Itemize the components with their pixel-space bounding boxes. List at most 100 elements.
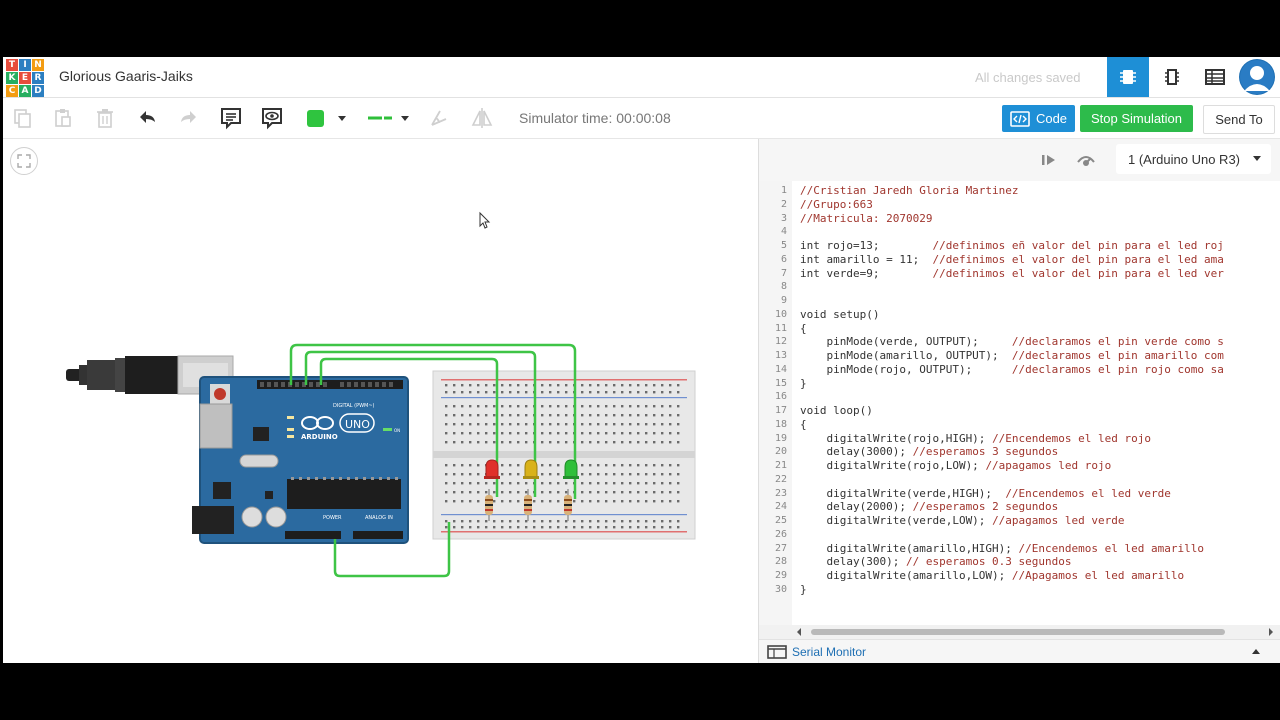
wire-type-button[interactable] — [365, 104, 395, 132]
logo-tile: C — [6, 85, 18, 97]
line-text: pinMode(amarillo, OUTPUT); //declaramos … — [800, 349, 1223, 363]
step-button[interactable] — [1035, 146, 1063, 174]
code-line[interactable]: 16 — [759, 390, 1280, 404]
schematic-view-button[interactable] — [1151, 57, 1193, 97]
line-number: 25 — [774, 515, 787, 526]
chevron-up-icon[interactable] — [1251, 647, 1261, 657]
code-comment: //declaramos el pin rojo como sa — [1011, 362, 1224, 376]
code-text: int verde=9; — [800, 266, 933, 280]
led-green[interactable] — [563, 459, 579, 479]
code-text: digitalWrite(rojo,LOW); — [800, 459, 986, 472]
line-text: //Matricula: 2070029 — [800, 212, 932, 226]
fit-view-icon — [17, 154, 31, 168]
logo-tile: K — [6, 72, 18, 84]
code-line[interactable]: 21 digitalWrite(rojo,LOW); //apagamos le… — [759, 459, 1280, 473]
code-line[interactable]: 11{ — [759, 322, 1280, 336]
note-icon — [221, 108, 241, 130]
code-line[interactable]: 18{ — [759, 418, 1280, 432]
line-number: 15 — [774, 377, 787, 389]
on-led-label: ON — [394, 428, 400, 433]
color-dropdown-button[interactable] — [333, 104, 351, 132]
flip-button[interactable] — [468, 104, 496, 132]
resistor-3[interactable] — [564, 489, 572, 521]
code-line[interactable]: 28 delay(300); // esperamos 0.3 segundos — [759, 555, 1280, 569]
wire-color-swatch[interactable] — [307, 110, 324, 127]
circuit-view-button[interactable] — [1107, 57, 1149, 97]
resistor-2[interactable] — [524, 489, 532, 521]
redo-button[interactable] — [174, 104, 202, 132]
code-line[interactable]: 3//Matricula: 2070029 — [759, 212, 1280, 226]
code-line[interactable]: 12 pinMode(verde, OUTPUT); //declaramos … — [759, 335, 1280, 349]
arduino-logo: ARDUINO UNO — [301, 413, 375, 441]
code-line[interactable]: 2//Grupo:663 — [759, 198, 1280, 212]
circuit-view-icon — [1120, 70, 1136, 84]
code-line[interactable]: 22 — [759, 473, 1280, 487]
undo-button[interactable] — [134, 104, 162, 132]
debug-button[interactable] — [1072, 146, 1100, 174]
circuit-canvas[interactable]: DIGITAL (PWM~) ARDUINO UNO — [3, 139, 758, 663]
scrollbar-thumb[interactable] — [811, 629, 1225, 635]
paste-button[interactable] — [49, 104, 77, 132]
line-text: int amarillo = 11; //definimos el valor … — [800, 253, 1224, 267]
code-text: delay(3000); — [800, 445, 913, 459]
line-text: void setup() — [800, 308, 879, 322]
fit-view-button[interactable] — [10, 147, 38, 175]
line-text: digitalWrite(rojo,HIGH); //Encendemos el… — [800, 432, 1151, 446]
code-line[interactable]: 29 digitalWrite(amarillo,LOW); //Apagamo… — [759, 569, 1280, 583]
line-number: 11 — [774, 322, 787, 334]
send-to-button[interactable]: Send To — [1203, 105, 1275, 134]
code-line[interactable]: 8 — [759, 280, 1280, 294]
copy-button[interactable] — [9, 104, 37, 132]
led-red[interactable] — [484, 459, 500, 479]
wire-type-dropdown-button[interactable] — [396, 104, 414, 132]
svg-text:UNO: UNO — [345, 418, 370, 431]
code-line[interactable]: 19 digitalWrite(rojo,HIGH); //Encendemos… — [759, 432, 1280, 446]
rotate-button[interactable] — [425, 104, 453, 132]
code-line[interactable]: 24 delay(2000); //esperamos 2 segundos — [759, 500, 1280, 514]
code-button[interactable]: Code — [1002, 105, 1075, 132]
code-line[interactable]: 23 digitalWrite(verde,HIGH); //Encendemo… — [759, 487, 1280, 501]
code-line[interactable]: 14 pinMode(rojo, OUTPUT); //declaramos e… — [759, 363, 1280, 377]
toggle-notes-visibility-button[interactable] — [258, 104, 286, 132]
arduino-uno-board[interactable]: DIGITAL (PWM~) ARDUINO UNO — [192, 376, 409, 544]
code-line[interactable]: 4 — [759, 225, 1280, 239]
code-line[interactable]: 15} — [759, 377, 1280, 391]
delete-button[interactable] — [91, 104, 119, 132]
project-title[interactable]: Glorious Gaaris-Jaiks — [59, 68, 193, 84]
logo-tile: R — [32, 72, 44, 84]
code-line[interactable]: 1//Cristian Jaredh Gloria Martinez — [759, 184, 1280, 198]
code-line[interactable]: 30} — [759, 583, 1280, 597]
code-text: pinMode(verde, OUTPUT); — [800, 335, 1012, 349]
serial-monitor-bar[interactable]: Serial Monitor — [759, 639, 1280, 663]
horizontal-scrollbar[interactable] — [759, 625, 1280, 639]
code-line[interactable]: 13 pinMode(amarillo, OUTPUT); //declaram… — [759, 349, 1280, 363]
code-line[interactable]: 27 digitalWrite(amarillo,HIGH); //Encend… — [759, 542, 1280, 556]
bom-view-button[interactable] — [1194, 57, 1236, 97]
code-text: digitalWrite(verde,LOW); — [800, 514, 993, 527]
line-text: } — [800, 377, 807, 391]
code-comment: //Apagamos el led amarillo — [1011, 569, 1185, 582]
breadboard[interactable] — [432, 370, 696, 540]
wires[interactable] — [289, 343, 577, 578]
code-text: } — [800, 582, 807, 596]
stop-simulation-button[interactable]: Stop Simulation — [1080, 105, 1193, 132]
code-comment: //apagamos led rojo — [985, 459, 1112, 472]
led-yellow[interactable] — [523, 459, 539, 479]
code-line[interactable]: 9 — [759, 294, 1280, 308]
code-line[interactable]: 25 digitalWrite(verde,LOW); //apagamos l… — [759, 514, 1280, 528]
board-select[interactable]: 1 (Arduino Uno R3) — [1116, 144, 1271, 174]
notes-button[interactable] — [217, 104, 245, 132]
code-line[interactable]: 20 delay(3000); //esperamos 3 segundos — [759, 445, 1280, 459]
code-text: digitalWrite(verde,HIGH); — [800, 486, 1006, 500]
code-line[interactable]: 26 — [759, 528, 1280, 542]
resistor-1[interactable] — [485, 489, 493, 521]
user-avatar[interactable] — [1239, 59, 1275, 95]
